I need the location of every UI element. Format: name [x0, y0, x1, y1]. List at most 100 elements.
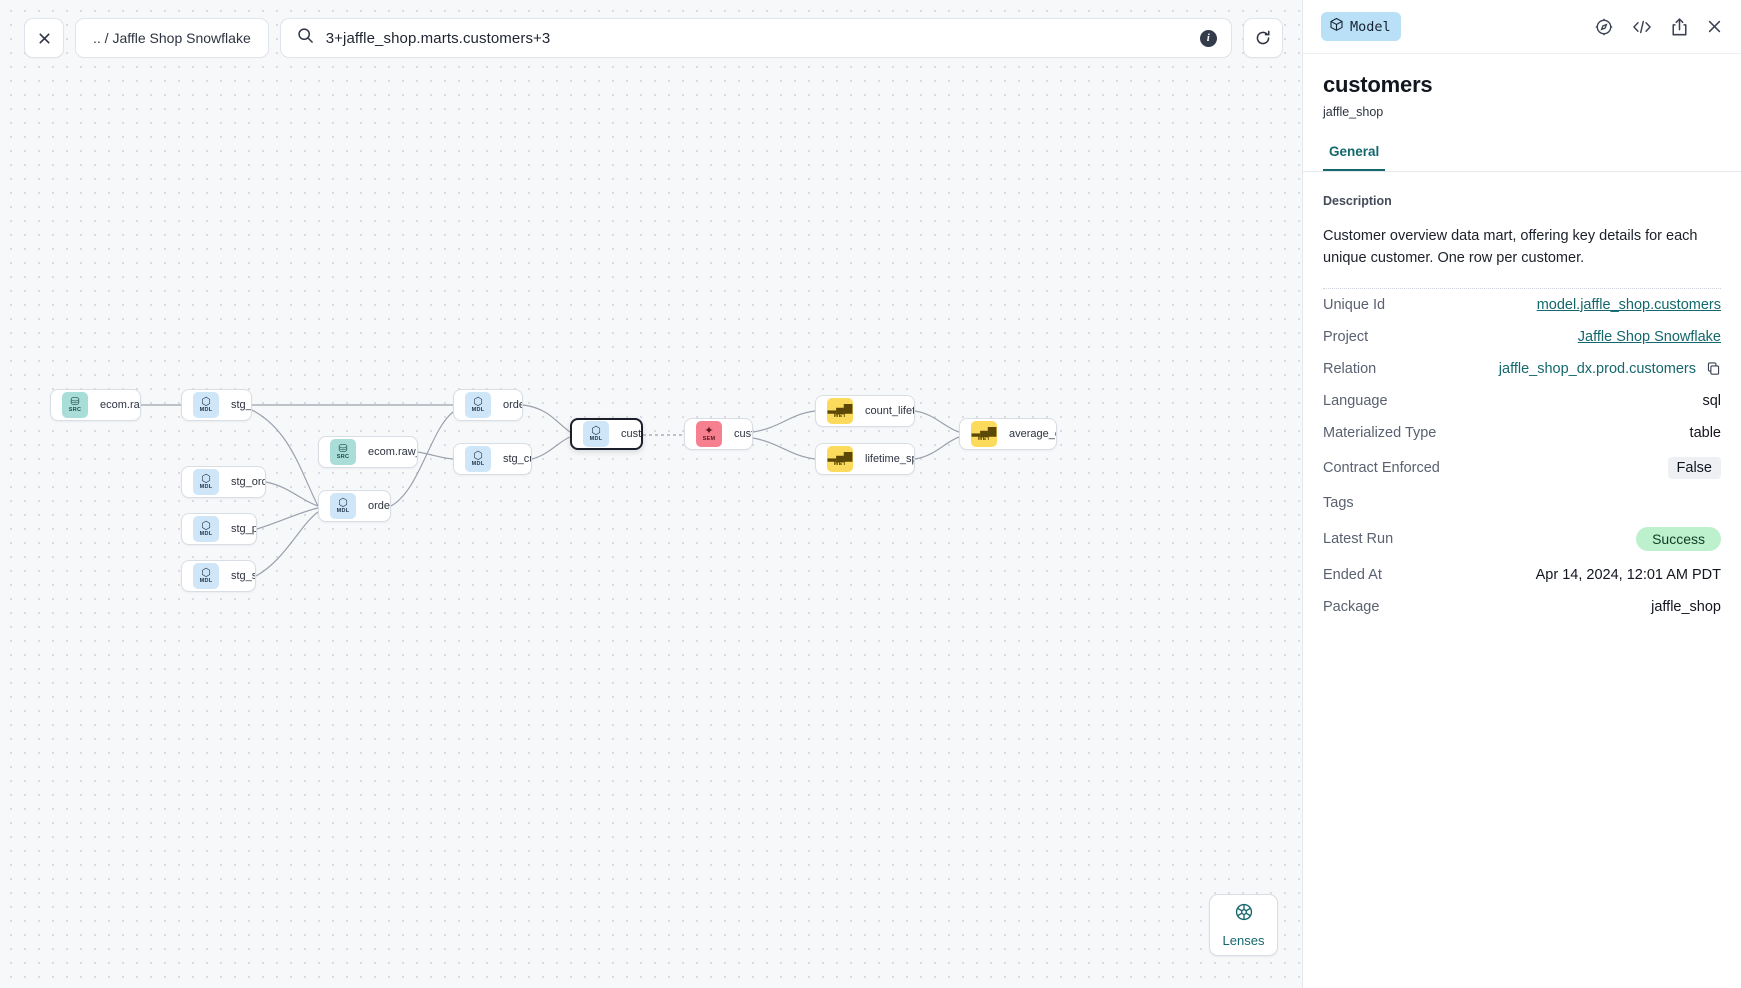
- detail-row-value-wrap: jaffle_shop_dx.prod.customers: [1499, 361, 1721, 377]
- mdl-badge-icon: ⬡MDL: [330, 493, 356, 519]
- detail-row-value[interactable]: model.jaffle_shop.customers: [1536, 296, 1721, 313]
- graph-node-label: average_order_value: [1009, 428, 1056, 440]
- detail-row-value[interactable]: Jaffle Shop Snowflake: [1577, 328, 1721, 345]
- mdl-badge-icon: ⬡MDL: [583, 421, 609, 447]
- panel-body: Description Customer overview data mart,…: [1303, 172, 1741, 988]
- explore-icon[interactable]: [1594, 17, 1614, 37]
- search-query-text: 3+jaffle_shop.marts.customers+3: [325, 29, 551, 47]
- graph-node-lifetime_spend_pretax[interactable]: ▂▄▆MET lifetime_spend_pretax: [815, 443, 915, 475]
- mdl-badge-icon: ⬡MDL: [465, 392, 491, 418]
- graph-node-stg_supplies[interactable]: ⬡MDL stg_supplies: [181, 560, 256, 592]
- mdl-badge-icon: ⬡MDL: [193, 392, 219, 418]
- resource-type-chip[interactable]: Model: [1321, 12, 1401, 41]
- detail-row: Language sql: [1323, 385, 1721, 417]
- graph-node-label: stg_order_items: [231, 476, 265, 488]
- detail-row: Materialized Type table: [1323, 417, 1721, 449]
- detail-row-value[interactable]: jaffle_shop_dx.prod.customers: [1498, 360, 1696, 377]
- resource-type-label: Model: [1350, 18, 1391, 35]
- details-panel: Model: [1302, 0, 1741, 988]
- detail-row-key: Materialized Type: [1323, 424, 1437, 441]
- description-text: Customer overview data mart, offering ke…: [1323, 228, 1698, 267]
- canvas-toolbar: .. / Jaffle Shop Snowflake 3+jaffle_shop…: [24, 18, 1283, 58]
- graph-node-label: lifetime_spend_pretax: [865, 453, 914, 465]
- description-label: Description: [1323, 194, 1392, 208]
- detail-row-value: sql: [1702, 392, 1721, 409]
- detail-row-value: Apr 14, 2024, 12:01 AM PDT: [1535, 566, 1721, 583]
- sem-badge-icon: ✦SEM: [696, 421, 722, 447]
- lineage-graph[interactable]: ⛁SRCecom.raw_orders⬡MDLstg_orders⬡MDLstg…: [0, 0, 1302, 988]
- tab-general[interactable]: General: [1323, 144, 1386, 171]
- graph-node-label: orders: [503, 399, 522, 411]
- detail-row: Tags: [1323, 487, 1721, 519]
- lineage-canvas[interactable]: .. / Jaffle Shop Snowflake 3+jaffle_shop…: [0, 0, 1302, 988]
- detail-row-value-wrap: sql: [1702, 393, 1721, 409]
- detail-row-value-wrap: table: [1690, 425, 1721, 441]
- panel-toolbar: Model: [1303, 0, 1741, 54]
- detail-row-value-wrap: jaffle_shop: [1651, 599, 1721, 615]
- graph-node-label: ecom.raw_orders: [100, 399, 140, 411]
- mdl-badge-icon: ⬡MDL: [193, 516, 219, 542]
- graph-node-label: stg_products: [231, 523, 256, 535]
- refresh-button[interactable]: [1242, 18, 1283, 58]
- graph-node-ecom_raw_orders[interactable]: ⛁SRC ecom.raw_orders: [50, 389, 141, 421]
- src-badge-icon: ⛁SRC: [330, 439, 356, 465]
- mdl-badge-icon: ⬡MDL: [465, 446, 491, 472]
- mdl-badge-icon: ⬡MDL: [193, 469, 219, 495]
- detail-row-key: Relation: [1323, 360, 1377, 377]
- detail-row-key: Contract Enforced: [1323, 459, 1440, 476]
- panel-tabs: General: [1303, 144, 1741, 172]
- met-badge-icon: ▂▄▆MET: [827, 446, 853, 472]
- close-panel-icon[interactable]: [1706, 18, 1723, 35]
- search-input[interactable]: 3+jaffle_shop.marts.customers+3 i: [279, 18, 1232, 58]
- page-title: customers: [1323, 72, 1433, 97]
- graph-node-label: order_items: [368, 500, 390, 512]
- breadcrumb[interactable]: .. / Jaffle Shop Snowflake: [75, 18, 269, 58]
- graph-node-label: stg_orders: [231, 399, 251, 411]
- graph-node-stg_products[interactable]: ⬡MDL stg_products: [181, 513, 257, 545]
- code-icon[interactable]: [1631, 17, 1653, 37]
- graph-node-label: stg_supplies: [231, 570, 255, 582]
- detail-row-value: table: [1689, 424, 1721, 441]
- divider: [1323, 287, 1721, 289]
- graph-node-label: customers: [734, 428, 752, 440]
- cube-icon: [1329, 17, 1344, 36]
- lineage-edges: [141, 404, 960, 577]
- graph-node-label: customers: [621, 428, 641, 440]
- lenses-button[interactable]: Lenses: [1209, 894, 1278, 956]
- detail-row-value-wrap: Success: [1636, 526, 1721, 551]
- close-lineage-button[interactable]: [24, 18, 64, 58]
- graph-node-ecom_raw_customers[interactable]: ⛁SRC ecom.raw_customers: [318, 436, 418, 468]
- met-badge-icon: ▂▄▆MET: [827, 398, 853, 424]
- share-icon[interactable]: [1670, 17, 1689, 37]
- panel-actions: [1594, 17, 1729, 37]
- mdl-badge-icon: ⬡MDL: [193, 563, 219, 589]
- graph-node-label: ecom.raw_customers: [368, 446, 417, 458]
- graph-node-orders[interactable]: ⬡MDL orders: [453, 389, 523, 421]
- panel-subtitle: jaffle_shop: [1323, 105, 1384, 119]
- src-badge-icon: ⛁SRC: [62, 392, 88, 418]
- detail-row-key: Tags: [1323, 494, 1354, 511]
- search-icon: [297, 27, 314, 49]
- graph-node-order_items[interactable]: ⬡MDL order_items: [318, 490, 391, 522]
- graph-node-stg_orders[interactable]: ⬡MDL stg_orders: [181, 389, 252, 421]
- graph-node-customers_sem[interactable]: ✦SEM customers: [684, 418, 753, 450]
- graph-node-stg_order_items[interactable]: ⬡MDL stg_order_items: [181, 466, 266, 498]
- detail-row-value: jaffle_shop: [1651, 598, 1721, 615]
- detail-row-key: Language: [1323, 392, 1388, 409]
- detail-row-value-wrap: False: [1667, 456, 1721, 479]
- info-icon[interactable]: i: [1199, 29, 1217, 47]
- aperture-icon: [1234, 902, 1254, 927]
- detail-row: Package jaffle_shop: [1323, 591, 1721, 623]
- graph-node-customers_model[interactable]: ⬡MDL customers: [570, 418, 643, 450]
- detail-row-key: Package: [1323, 598, 1380, 615]
- status-badge: Success: [1636, 526, 1721, 551]
- copy-icon[interactable]: [1706, 361, 1721, 376]
